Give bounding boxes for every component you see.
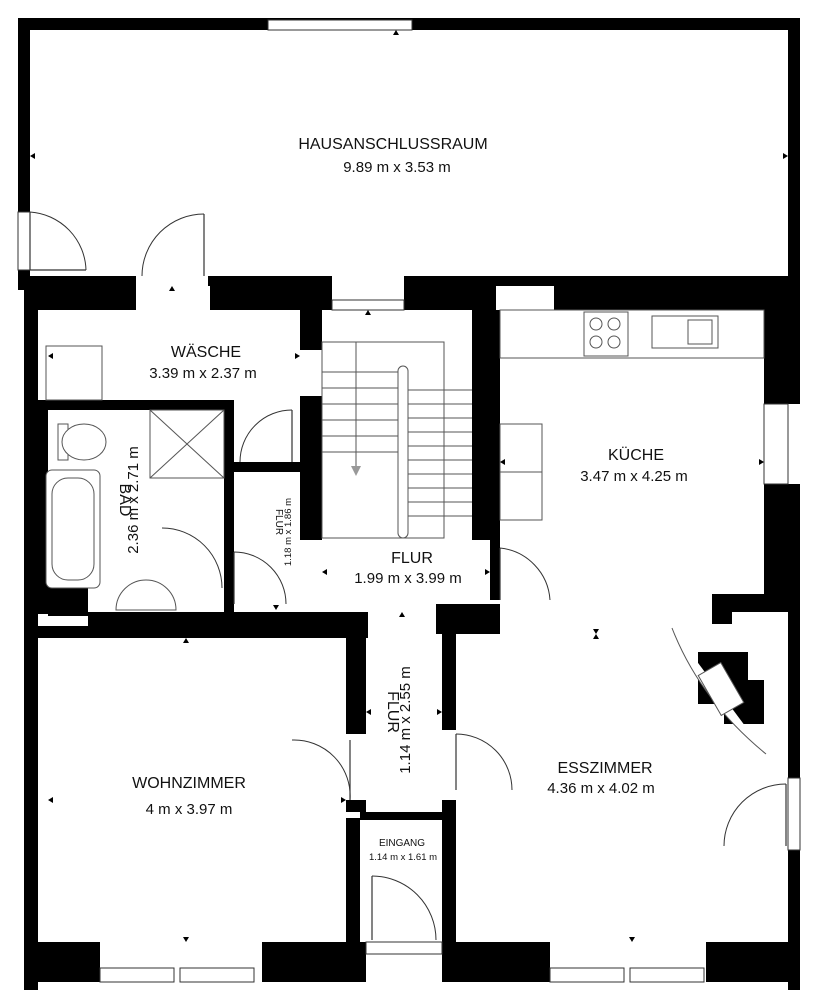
room-name: WOHNZIMMER xyxy=(132,775,246,792)
room-dims: 1.14 m x 1.61 m xyxy=(369,852,437,863)
room-dims: 1.99 m x 3.99 m xyxy=(354,570,462,587)
room-name: KÜCHE xyxy=(608,446,664,464)
markers xyxy=(30,30,788,942)
room-flur-vertical: FLUR 1.14 m x 2.55 m xyxy=(384,666,414,774)
room-name: ESSZIMMER xyxy=(557,760,652,777)
walls xyxy=(18,18,800,990)
windows xyxy=(17,19,801,983)
room-waesche: WÄSCHE 3.39 m x 2.37 m xyxy=(149,343,257,382)
room-dims: 3.39 m x 2.37 m xyxy=(149,365,257,382)
room-esszimmer: ESSZIMMER 4.36 m x 4.02 m xyxy=(547,760,655,797)
room-name: FLUR xyxy=(391,550,433,567)
room-dims: 3.47 m x 4.25 m xyxy=(580,468,688,485)
room-wohnzimmer: WOHNZIMMER 4 m x 3.97 m xyxy=(132,775,246,818)
room-dims: 1.18 m x 1.86 m xyxy=(283,498,294,566)
room-name: FLUR xyxy=(384,691,401,733)
room-flur-small: FLUR 1.18 m x 1.86 m xyxy=(273,498,294,566)
room-name: BAD xyxy=(116,484,133,517)
room-dims: 4 m x 3.97 m xyxy=(146,801,233,818)
room-eingang: EINGANG 1.14 m x 1.61 m xyxy=(369,838,437,863)
doors xyxy=(29,211,787,941)
room-bad: BAD 2.36 m x 2.71 m xyxy=(116,446,142,554)
room-dims: 2.36 m x 2.71 m xyxy=(125,446,142,554)
room-flur-main: FLUR 1.99 m x 3.99 m xyxy=(354,550,462,587)
room-dims: 4.36 m x 4.02 m xyxy=(547,780,655,797)
room-name: HAUSANSCHLUSSRAUM xyxy=(298,136,487,153)
room-dims: 1.14 m x 2.55 m xyxy=(397,666,414,774)
fixtures xyxy=(45,309,767,755)
room-kueche: KÜCHE 3.47 m x 4.25 m xyxy=(580,446,688,485)
room-dims: 9.89 m x 3.53 m xyxy=(343,159,451,176)
room-name: WÄSCHE xyxy=(171,343,241,361)
room-hausanschlussraum: HAUSANSCHLUSSRAUM 9.89 m x 3.53 m xyxy=(298,136,487,176)
room-name: EINGANG xyxy=(379,838,425,849)
staircase xyxy=(321,341,472,539)
room-name: FLUR xyxy=(273,509,284,535)
